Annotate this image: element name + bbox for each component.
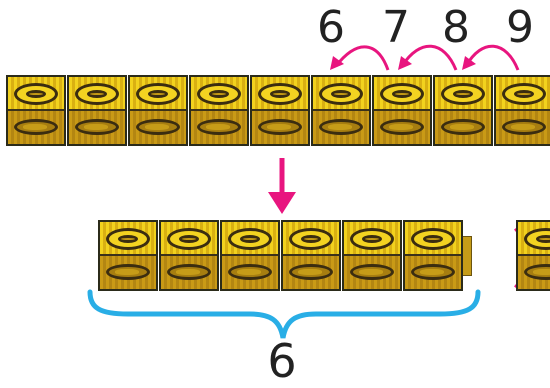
bottom-group-cube [159, 220, 219, 291]
top-row-cube [6, 75, 66, 146]
count-label-6: 6 [317, 2, 345, 53]
hop-arrow-7-to-6-icon [330, 45, 390, 71]
top-row-cube [189, 75, 249, 146]
bottom-group-cube [403, 220, 463, 291]
count-label-7: 7 [382, 2, 410, 53]
count-label-9: 9 [506, 2, 534, 53]
bottom-group-cube [220, 220, 280, 291]
curly-brace-icon [87, 289, 481, 339]
top-row-cube [494, 75, 550, 146]
bottom-group-cube [342, 220, 402, 291]
bottom-group-cube [98, 220, 158, 291]
top-row-cube [372, 75, 432, 146]
removed-cube-body [516, 220, 550, 291]
top-row-cube [128, 75, 188, 146]
hop-arrow-8-to-7-icon [398, 44, 458, 71]
top-row-cube [311, 75, 371, 146]
hop-arrow-9-to-8-icon [462, 44, 520, 71]
top-row-cube [67, 75, 127, 146]
arrow-down-icon [268, 158, 296, 214]
top-row-cube [250, 75, 310, 146]
count-label-8: 8 [442, 2, 470, 53]
top-row-cube [433, 75, 493, 146]
group-count-label: 6 [267, 334, 297, 388]
bottom-group-cube [281, 220, 341, 291]
